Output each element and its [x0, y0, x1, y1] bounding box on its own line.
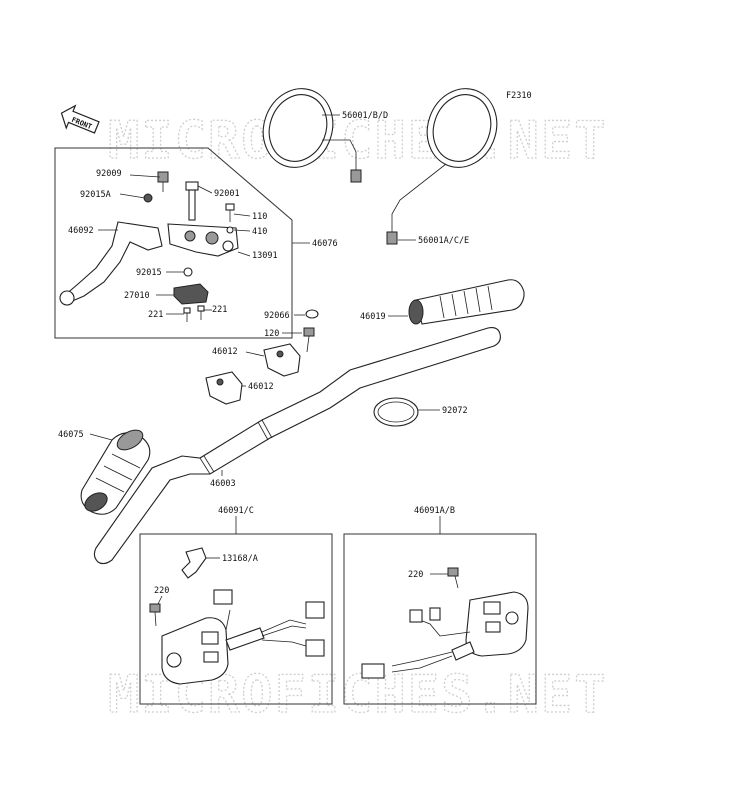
washer-92066	[305, 309, 319, 319]
grip-right	[408, 279, 525, 325]
clamp-92072	[373, 397, 419, 427]
screws-221	[183, 305, 205, 322]
clutch-lever	[59, 221, 163, 306]
holder-46012-lower	[205, 371, 243, 405]
label-46019: 46019	[360, 312, 386, 322]
label-46076: 46076	[312, 239, 338, 249]
label-46092: 46092	[68, 226, 94, 236]
label-46075: 46075	[58, 430, 84, 440]
label-92072: 92072	[442, 406, 468, 416]
watermark-top: MICROFICHES.NET	[108, 111, 608, 171]
mirror-right	[386, 88, 498, 245]
label-221-left: 221	[148, 310, 163, 320]
screw-110	[225, 203, 235, 222]
washer-410	[226, 226, 234, 234]
screw-220-right	[447, 567, 459, 589]
label-56001a-c-e: 56001A/C/E	[418, 236, 469, 246]
label-46012-upper: 46012	[212, 347, 238, 357]
nut-92015a	[143, 193, 153, 203]
switch-housing-left	[161, 589, 325, 685]
clip-13168a	[181, 547, 207, 579]
screw-220-left	[149, 603, 161, 627]
label-92015: 92015	[136, 268, 162, 278]
label-410: 410	[252, 227, 267, 237]
nut-92015	[183, 267, 193, 277]
label-110: 110	[252, 212, 267, 222]
label-221-right: 221	[212, 305, 227, 315]
bolt-92009	[157, 171, 169, 192]
mirror-left	[262, 88, 362, 183]
switch-27010	[173, 283, 209, 305]
grip-left	[80, 429, 151, 515]
switch-housing-right	[361, 591, 529, 679]
label-46012-lower: 46012	[248, 382, 274, 392]
pivot-bolt-92001	[185, 181, 199, 221]
label-92001: 92001	[214, 189, 240, 199]
label-220-right: 220	[408, 570, 423, 580]
label-220-left: 220	[154, 586, 169, 596]
holder-46012-upper	[263, 343, 301, 377]
label-92009: 92009	[96, 169, 122, 179]
label-92066: 92066	[264, 311, 290, 321]
lever-bracket	[167, 223, 239, 257]
figure-code: F2310	[506, 91, 532, 101]
label-13168a: 13168/A	[222, 554, 258, 564]
handlebar	[93, 327, 501, 565]
label-120: 120	[264, 329, 279, 339]
front-arrow-icon: FRONT	[60, 104, 100, 134]
label-46091-c: 46091/C	[218, 506, 254, 516]
label-27010: 27010	[124, 291, 150, 301]
label-46091a-b: 46091A/B	[414, 506, 455, 516]
label-46003: 46003	[210, 479, 236, 489]
lever-assembly-frame	[54, 147, 293, 339]
label-56001-b-d: 56001/B/D	[342, 111, 388, 121]
bolt-120	[303, 327, 315, 353]
label-92015a: 92015A	[80, 190, 111, 200]
label-13091: 13091	[252, 251, 278, 261]
